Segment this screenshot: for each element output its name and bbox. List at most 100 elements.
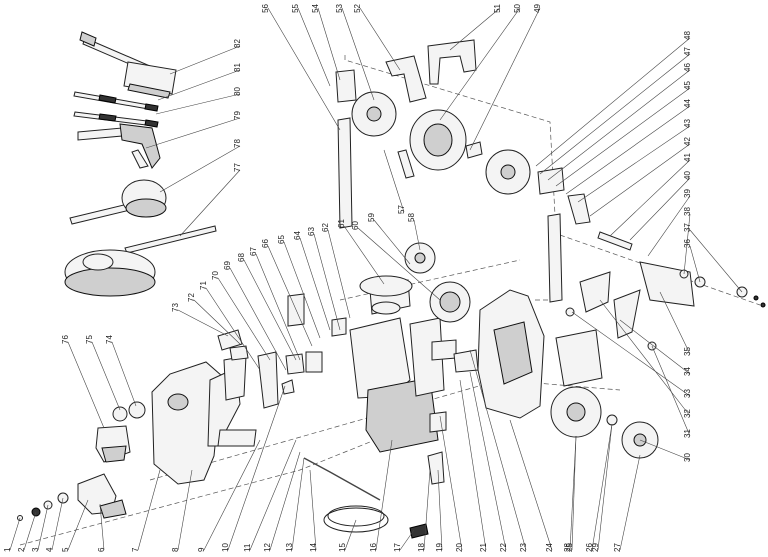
leader-line-34	[619, 319, 691, 375]
leader-line-62	[327, 229, 351, 319]
leader-line-28	[569, 435, 577, 551]
callout-22: 22	[499, 543, 508, 552]
callout-48: 48	[683, 31, 692, 40]
hose-and-cable	[303, 457, 429, 539]
callout-23: 23	[519, 543, 528, 552]
leader-line-24	[509, 419, 553, 551]
leader-line-12	[269, 451, 301, 551]
housing-left	[151, 355, 257, 485]
leader-line-36	[689, 245, 701, 283]
leader-line-80	[155, 93, 241, 115]
callout-29: 29	[591, 543, 600, 552]
leader-line-33	[571, 311, 691, 397]
callout-51: 51	[493, 3, 502, 12]
leader-line-43	[577, 125, 691, 203]
leader-line-53	[341, 7, 375, 101]
callout-69: 69	[223, 261, 232, 270]
callout-52: 52	[353, 3, 362, 12]
callout-64: 64	[293, 231, 302, 240]
leader-line-31	[651, 345, 691, 437]
callout-79: 79	[233, 111, 242, 120]
lance-with-brush	[79, 31, 177, 99]
leader-line-41	[609, 159, 691, 237]
leader-line-29	[597, 423, 613, 551]
leader-line-30	[639, 439, 691, 461]
leader-line-38	[683, 213, 691, 275]
callout-41: 41	[683, 153, 692, 162]
leader-line-61	[343, 225, 385, 285]
callout-37: 37	[683, 223, 692, 232]
callout-30: 30	[683, 453, 692, 462]
callout-43: 43	[683, 119, 692, 128]
inlet-fittings	[17, 473, 127, 521]
callout-1: 1	[3, 547, 12, 552]
leader-line-16	[375, 439, 393, 551]
callout-61: 61	[337, 219, 346, 228]
leader-line-54	[317, 7, 341, 81]
callout-80: 80	[233, 87, 242, 96]
turbo-nozzle	[69, 179, 167, 225]
callout-60: 60	[351, 221, 360, 230]
leader-line-73	[177, 309, 229, 337]
leader-line-5	[67, 499, 89, 551]
callout-63: 63	[307, 227, 316, 236]
callout-38: 38	[683, 207, 692, 216]
leader-line-32	[599, 299, 691, 417]
leader-line-51	[449, 7, 501, 51]
leader-line-58	[413, 219, 421, 251]
leader-line-14	[309, 469, 317, 551]
leader-line-11	[249, 439, 297, 551]
callout-7: 7	[131, 547, 140, 552]
callout-50: 50	[513, 3, 522, 12]
callout-26: 26	[585, 543, 594, 552]
motor-fan-cover	[359, 275, 413, 315]
leader-line-22	[469, 371, 507, 551]
leader-line-6	[99, 503, 105, 551]
leader-line-56	[267, 7, 341, 131]
leader-line-37	[689, 229, 743, 293]
switch-and-plates	[281, 293, 347, 395]
callout-62: 62	[321, 223, 330, 232]
callout-20: 20	[455, 543, 464, 552]
leader-line-66	[267, 245, 313, 347]
leader-line-81	[157, 69, 241, 101]
callout-14: 14	[309, 543, 318, 552]
leader-line-42	[589, 143, 691, 217]
bottle-and-cap	[217, 329, 279, 409]
leader-line-7	[137, 469, 161, 551]
leader-line-23	[469, 349, 527, 551]
callout-76: 76	[61, 335, 70, 344]
leader-line-25	[571, 435, 577, 551]
callout-45: 45	[683, 81, 692, 90]
callout-59: 59	[367, 213, 376, 222]
callout-17: 17	[393, 543, 402, 552]
leader-line-20	[439, 415, 463, 551]
callout-5: 5	[61, 547, 70, 552]
wheel-and-fan	[404, 242, 471, 323]
callout-9: 9	[197, 547, 206, 552]
surface-cleaner	[64, 225, 217, 297]
leader-line-50	[439, 7, 521, 121]
leader-line-27	[619, 454, 641, 551]
callout-78: 78	[233, 139, 242, 148]
leader-line-78	[159, 145, 241, 193]
callout-6: 6	[97, 547, 106, 552]
callout-28: 28	[563, 543, 572, 552]
leader-line-3	[37, 504, 49, 551]
leader-line-71	[205, 287, 261, 371]
housing-right	[477, 289, 603, 419]
callout-70: 70	[211, 271, 220, 280]
leader-line-77	[179, 169, 241, 237]
leader-line-1	[9, 517, 21, 551]
callout-34: 34	[683, 367, 692, 376]
leader-line-76	[67, 341, 105, 429]
leader-line-35	[659, 291, 691, 355]
callout-75: 75	[85, 335, 94, 344]
callout-77: 77	[233, 163, 242, 172]
leader-line-52	[359, 7, 401, 71]
motor-pump-assembly	[349, 317, 479, 485]
leader-line-79	[145, 117, 241, 149]
leader-line-39	[647, 195, 691, 257]
callout-67: 67	[249, 247, 258, 256]
